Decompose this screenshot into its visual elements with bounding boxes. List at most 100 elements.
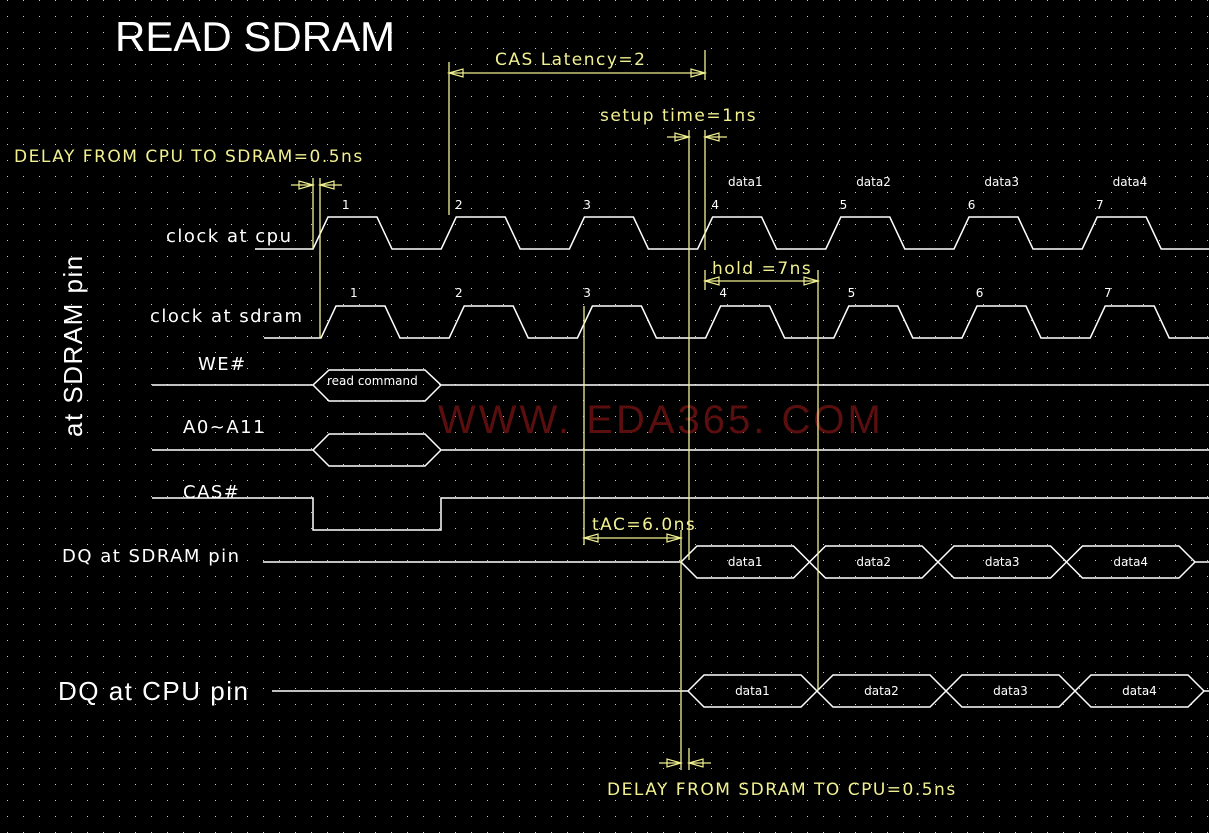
grid-dot xyxy=(1127,336,1128,337)
grid-dot xyxy=(407,176,408,177)
grid-dot xyxy=(119,160,120,161)
grid-dot xyxy=(295,256,296,257)
grid-dot xyxy=(295,320,296,321)
grid-dot xyxy=(503,816,504,817)
grid-dot xyxy=(567,80,568,81)
grid-dot xyxy=(167,480,168,481)
grid-dot xyxy=(695,80,696,81)
grid-dot xyxy=(551,480,552,481)
grid-dot xyxy=(551,544,552,545)
grid-dot xyxy=(631,96,632,97)
grid-dot xyxy=(1047,224,1048,225)
grid-dot xyxy=(311,336,312,337)
grid-dot xyxy=(487,640,488,641)
grid-dot xyxy=(583,240,584,241)
grid-dot xyxy=(1111,544,1112,545)
grid-dot xyxy=(1207,464,1208,465)
grid-dot xyxy=(599,720,600,721)
grid-dot xyxy=(727,176,728,177)
grid-dot xyxy=(279,112,280,113)
grid-dot xyxy=(471,400,472,401)
grid-dot xyxy=(1047,592,1048,593)
grid-dot xyxy=(791,96,792,97)
grid-dot xyxy=(1031,656,1032,657)
grid-dot xyxy=(375,80,376,81)
grid-dot xyxy=(39,752,40,753)
grid-dot xyxy=(1191,48,1192,49)
grid-dot xyxy=(567,736,568,737)
grid-dot xyxy=(791,448,792,449)
grid-dot xyxy=(679,416,680,417)
grid-dot xyxy=(71,432,72,433)
grid-dot xyxy=(1159,16,1160,17)
grid-dot xyxy=(455,144,456,145)
grid-dot xyxy=(1175,624,1176,625)
grid-dot xyxy=(503,576,504,577)
grid-dot xyxy=(967,816,968,817)
grid-dot xyxy=(711,448,712,449)
grid-dot xyxy=(1111,688,1112,689)
grid-dot xyxy=(679,16,680,17)
grid-dot xyxy=(951,800,952,801)
grid-dot xyxy=(247,320,248,321)
grid-dot xyxy=(695,208,696,209)
grid-dot xyxy=(279,240,280,241)
grid-dot xyxy=(279,304,280,305)
grid-dot xyxy=(839,176,840,177)
grid-dot xyxy=(1191,752,1192,753)
grid-dot xyxy=(135,224,136,225)
grid-dot xyxy=(663,576,664,577)
grid-dot xyxy=(871,512,872,513)
grid-dot xyxy=(999,816,1000,817)
grid-dot xyxy=(887,784,888,785)
grid-dot xyxy=(759,736,760,737)
grid-dot xyxy=(983,16,984,17)
grid-dot xyxy=(695,16,696,17)
grid-dot xyxy=(439,288,440,289)
grid-dot xyxy=(135,672,136,673)
grid-dot xyxy=(1207,688,1208,689)
grid-dot xyxy=(631,240,632,241)
grid-dot xyxy=(103,752,104,753)
grid-dot xyxy=(663,256,664,257)
grid-dot xyxy=(1143,288,1144,289)
grid-dot xyxy=(599,496,600,497)
grid-dot xyxy=(343,656,344,657)
grid-dot xyxy=(647,640,648,641)
grid-dot xyxy=(503,32,504,33)
grid-dot xyxy=(183,496,184,497)
grid-dot xyxy=(87,176,88,177)
grid-dot xyxy=(519,416,520,417)
grid-dot xyxy=(39,544,40,545)
grid-dot xyxy=(455,800,456,801)
grid-dot xyxy=(1143,624,1144,625)
grid-dot xyxy=(919,368,920,369)
grid-dot xyxy=(103,736,104,737)
grid-dot xyxy=(167,528,168,529)
grid-dot xyxy=(1063,432,1064,433)
grid-dot xyxy=(231,64,232,65)
grid-dot xyxy=(1143,160,1144,161)
grid-dot xyxy=(439,176,440,177)
grid-dot xyxy=(1207,256,1208,257)
grid-dot xyxy=(295,368,296,369)
grid-dot xyxy=(1047,624,1048,625)
grid-dot xyxy=(1095,400,1096,401)
grid-dot xyxy=(439,672,440,673)
grid-dot xyxy=(519,112,520,113)
dq-cpu-data-label: data4 xyxy=(1122,684,1157,698)
grid-dot xyxy=(695,432,696,433)
grid-dot xyxy=(359,64,360,65)
grid-dot xyxy=(199,256,200,257)
grid-dot xyxy=(359,48,360,49)
grid-dot xyxy=(455,704,456,705)
grid-dot xyxy=(679,352,680,353)
grid-dot xyxy=(455,224,456,225)
grid-dot xyxy=(1175,736,1176,737)
grid-dot xyxy=(1159,512,1160,513)
grid-dot xyxy=(615,320,616,321)
grid-dot xyxy=(1127,128,1128,129)
grid-dot xyxy=(1063,496,1064,497)
grid-dot xyxy=(983,224,984,225)
grid-dot xyxy=(423,144,424,145)
